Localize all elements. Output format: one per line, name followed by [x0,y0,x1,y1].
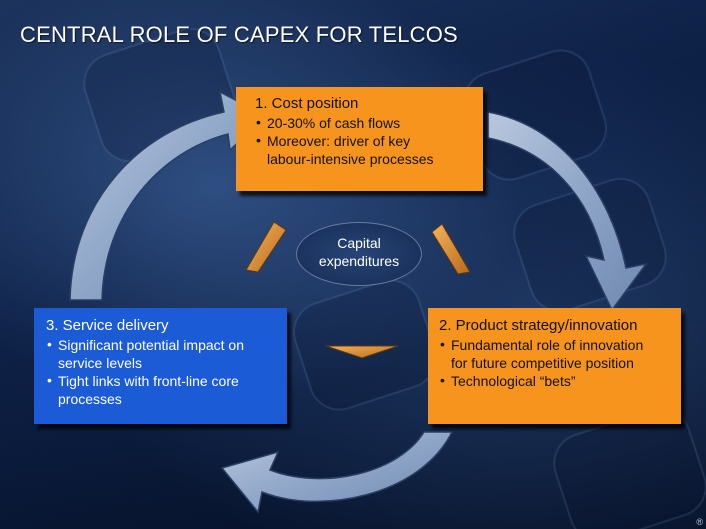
service-bullet-1-line-2: service levels [58,355,143,371]
bullet-icon: • [256,132,261,148]
product-bullet-1-line-1: Fundamental role of innovation [451,337,644,353]
bullet-icon: • [256,114,261,130]
product-bullet-1-line-2: for future competitive position [451,355,634,371]
service-bullet-2-line-2: processes [58,391,122,407]
cost-position-heading: 1. Cost position [255,95,359,112]
bullet-icon: • [440,372,445,388]
bullet-icon: • [47,372,52,388]
cost-bullet-1: • 20-30% of cash flows [255,114,473,132]
cycle-arrow-right [487,111,648,312]
service-bullet-2: • Tight links with front-line core proce… [46,372,281,408]
product-bullet-2: • Technological “bets” [439,372,675,390]
cost-bullet-2-line-1: Moreover: driver of key [267,133,411,149]
center-label-line-2: expenditures [318,253,400,269]
cost-bullet-2-line-2: labour-intensive processes [267,151,434,167]
product-strategy-box: 2. Product strategy/innovation • Fundame… [428,308,681,424]
service-delivery-heading: 3. Service delivery [46,317,169,334]
product-strategy-heading: 2. Product strategy/innovation [439,317,638,334]
registered-mark: ® [696,517,703,527]
connector-wedge-top-right [431,223,471,275]
service-bullet-1-line-1: Significant potential impact on [58,337,244,353]
connector-wedge-bottom [325,345,399,359]
bullet-icon: • [440,336,445,352]
bullet-icon: • [47,336,52,352]
cycle-arrow-bottom [220,431,454,514]
cost-bullet-1-line-1: 20-30% of cash flows [267,115,401,131]
service-bullet-2-line-1: Tight links with front-line core [58,373,239,389]
capital-expenditures-label: Capital expenditures [296,234,422,270]
connector-wedge-top-left [245,221,287,273]
service-delivery-box: 3. Service delivery • Significant potent… [34,308,287,424]
page-title: CENTRAL ROLE OF CAPEX FOR TELCOS [20,22,458,47]
product-bullet-1: • Fundamental role of innovation for fut… [439,336,675,372]
center-label-line-1: Capital [337,235,381,251]
capital-expenditures-node [296,222,422,286]
cost-bullet-2: • Moreover: driver of key labour-intensi… [255,132,473,168]
service-bullet-1: • Significant potential impact on servic… [46,336,281,372]
cost-position-box: 1. Cost position • 20-30% of cash flows … [236,87,483,191]
product-bullet-2-line-1: Technological “bets” [451,373,576,389]
